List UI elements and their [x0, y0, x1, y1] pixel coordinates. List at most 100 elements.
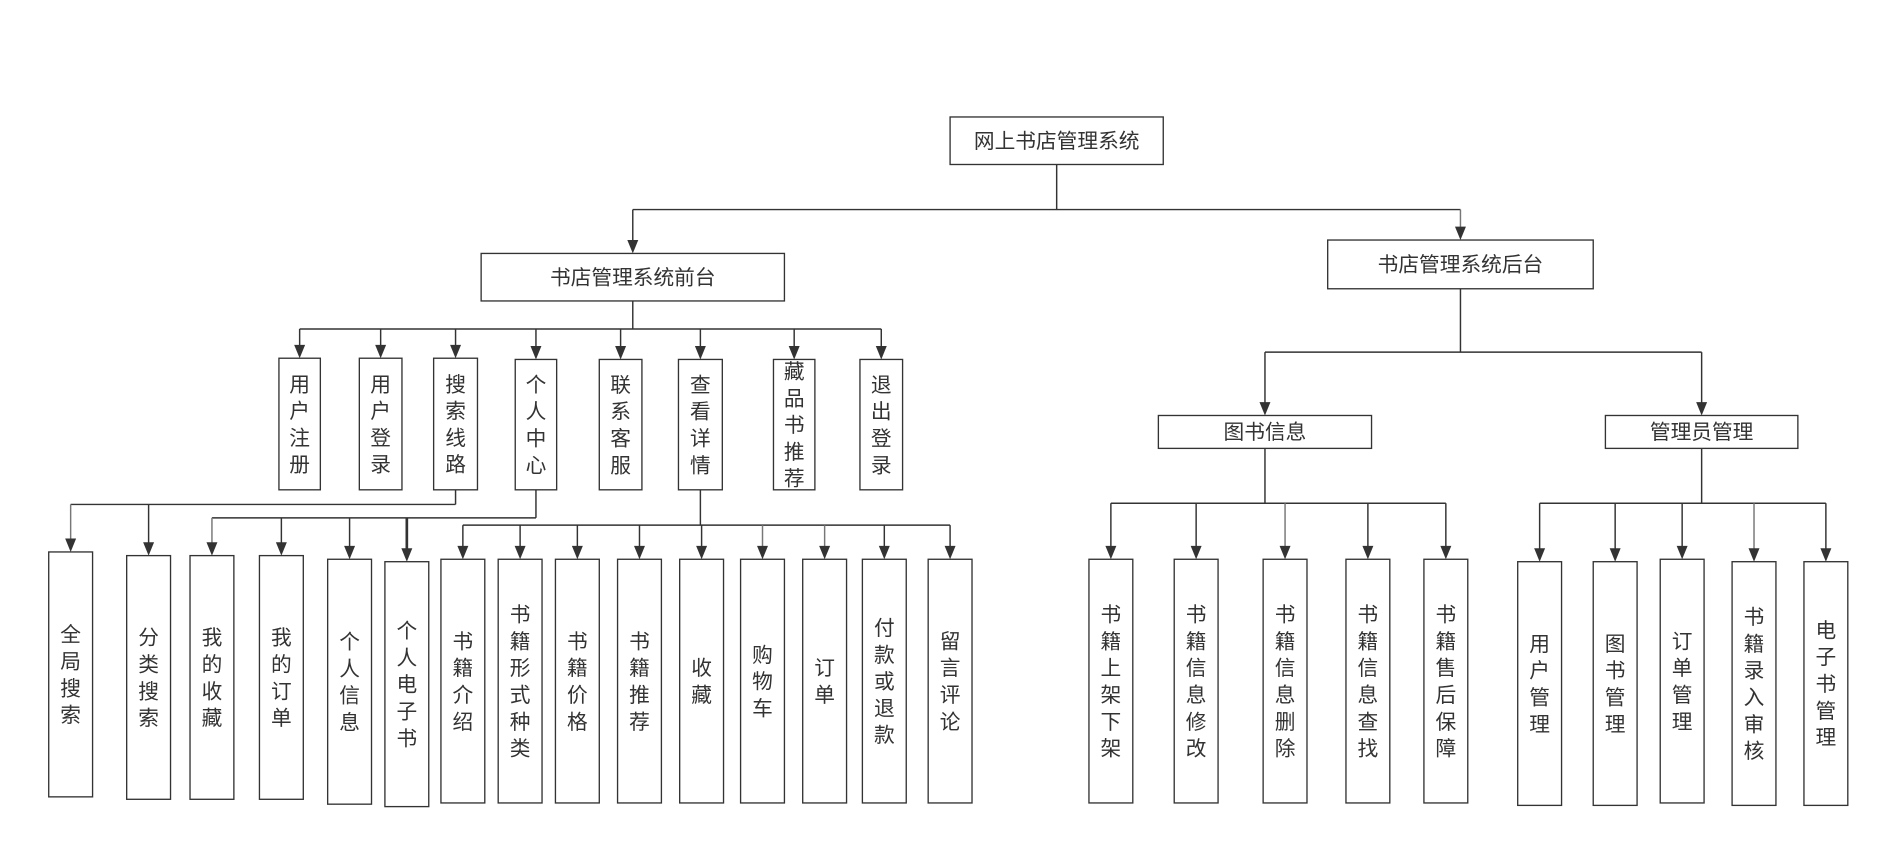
- node-front: 书店管理系统前台: [480, 252, 786, 302]
- node-label: 搜索线路: [445, 372, 466, 476]
- arrow-head-icon: [143, 542, 155, 556]
- arrow-head-icon: [1748, 548, 1760, 562]
- node-box: [384, 561, 430, 808]
- node-f-d-fav: 收藏: [679, 558, 725, 804]
- arrow-head-icon: [788, 346, 800, 360]
- node-label: 订单: [814, 656, 835, 707]
- arrow-head-icon: [1609, 548, 1621, 562]
- node-box: [48, 551, 94, 798]
- arrow-head-icon: [615, 346, 627, 360]
- node-b-a-user: 用户管理: [1517, 561, 1563, 807]
- node-box: [859, 358, 904, 491]
- node-box: [1517, 561, 1563, 807]
- node-label: 个人电子书: [396, 619, 417, 750]
- arrow-head-icon: [514, 545, 526, 560]
- node-box: [1731, 561, 1777, 807]
- node-b-a-review: 书籍录入审核: [1731, 561, 1777, 807]
- node-label: 电子书管理: [1816, 618, 1837, 749]
- arrow-head-icon: [634, 545, 645, 560]
- node-f-search-global: 全局搜索: [48, 551, 94, 798]
- arrow-head-icon: [344, 545, 356, 560]
- node-label: 全局搜索: [60, 623, 81, 727]
- arrow-head-icon: [530, 346, 542, 360]
- node-f-p-info: 个人信息: [326, 558, 373, 805]
- node-box: [861, 558, 907, 804]
- node-label: 付款或退款: [874, 616, 895, 747]
- arrow-head-icon: [1279, 545, 1291, 560]
- node-label: 我的订单: [271, 626, 292, 730]
- node-box: [1327, 239, 1594, 290]
- node-box: [949, 116, 1164, 166]
- node-f-d-order: 订单: [802, 558, 848, 804]
- node-f-d-cart: 购物车: [739, 558, 786, 804]
- node-label: 书籍信息删除: [1275, 603, 1296, 761]
- node-box: [432, 357, 479, 491]
- node-box: [497, 558, 543, 804]
- node-label: 书籍推荐: [629, 629, 650, 733]
- node-b-a-order: 订单管理: [1659, 558, 1705, 804]
- node-f-reg: 用户注册: [278, 357, 322, 491]
- arrow-head-icon: [206, 542, 218, 556]
- node-box: [1803, 561, 1849, 807]
- node-label: 收藏: [691, 656, 712, 707]
- node-label: 分类搜索: [138, 626, 159, 730]
- arrow-head-icon: [1440, 545, 1452, 560]
- node-label: 图书管理: [1605, 632, 1626, 736]
- node-f-d-recommend: 书籍推荐: [616, 558, 663, 804]
- node-root: 网上书店管理系统: [949, 116, 1164, 166]
- node-label: 书籍售后保障: [1435, 603, 1456, 761]
- node-label: 书籍价格: [567, 629, 588, 733]
- node-f-collection: 藏品书推荐: [772, 358, 816, 491]
- node-b-a-ebook: 电子书管理: [1803, 561, 1849, 807]
- arrow-head-icon: [819, 545, 831, 560]
- arrow-head-icon: [757, 545, 768, 560]
- node-b-a-book: 图书管理: [1592, 561, 1638, 807]
- arrow-head-icon: [1696, 402, 1708, 416]
- node-label: 查看详情: [690, 373, 711, 477]
- node-box: [358, 357, 403, 491]
- node-box: [480, 252, 786, 302]
- node-f-p-orders: 我的订单: [258, 554, 304, 800]
- node-label: 书籍信息修改: [1186, 603, 1207, 761]
- node-box: [1262, 558, 1308, 804]
- node-label: 留言评论: [940, 629, 961, 733]
- arrow-head-icon: [375, 344, 387, 359]
- node-box: [677, 358, 723, 491]
- node-b-admin: 管理员管理: [1604, 414, 1799, 450]
- arrow-head-icon: [875, 346, 887, 360]
- node-f-p-fav: 我的收藏: [189, 554, 235, 800]
- node-label: 联系客服: [610, 373, 631, 477]
- node-f-d-format: 书籍形式种类: [497, 558, 543, 804]
- node-f-d-price: 书籍价格: [554, 558, 600, 804]
- node-label: 个人中心: [526, 373, 547, 477]
- arrow-head-icon: [1190, 545, 1202, 560]
- node-label: 书店管理系统前台: [550, 266, 716, 290]
- node-f-d-comment: 留言评论: [927, 558, 973, 804]
- node-b-book: 图书信息: [1157, 414, 1373, 450]
- arrow-head-icon: [294, 344, 306, 359]
- node-f-search: 搜索线路: [432, 357, 479, 491]
- node-f-d-pay: 付款或退款: [861, 558, 907, 804]
- node-box: [1604, 414, 1799, 450]
- arrow-head-icon: [944, 545, 956, 560]
- node-box: [598, 358, 643, 491]
- node-label: 用户登录: [370, 372, 391, 476]
- arrow-head-icon: [65, 538, 77, 552]
- node-box: [1088, 558, 1134, 804]
- node-box: [772, 358, 816, 491]
- node-box: [739, 558, 786, 804]
- node-box: [189, 554, 235, 800]
- arrow-head-icon: [1820, 548, 1832, 562]
- node-label: 图书信息: [1224, 420, 1307, 444]
- arrow-head-icon: [275, 542, 287, 556]
- node-label: 藏品书推荐: [784, 360, 805, 491]
- node-label: 退出登录: [871, 373, 892, 477]
- node-box: [679, 558, 725, 804]
- node-box: [1659, 558, 1705, 804]
- node-box: [1157, 414, 1373, 450]
- node-label: 用户注册: [289, 372, 310, 476]
- arrow-head-icon: [1454, 226, 1466, 241]
- node-box: [1423, 558, 1469, 804]
- node-label: 管理员管理: [1650, 420, 1754, 444]
